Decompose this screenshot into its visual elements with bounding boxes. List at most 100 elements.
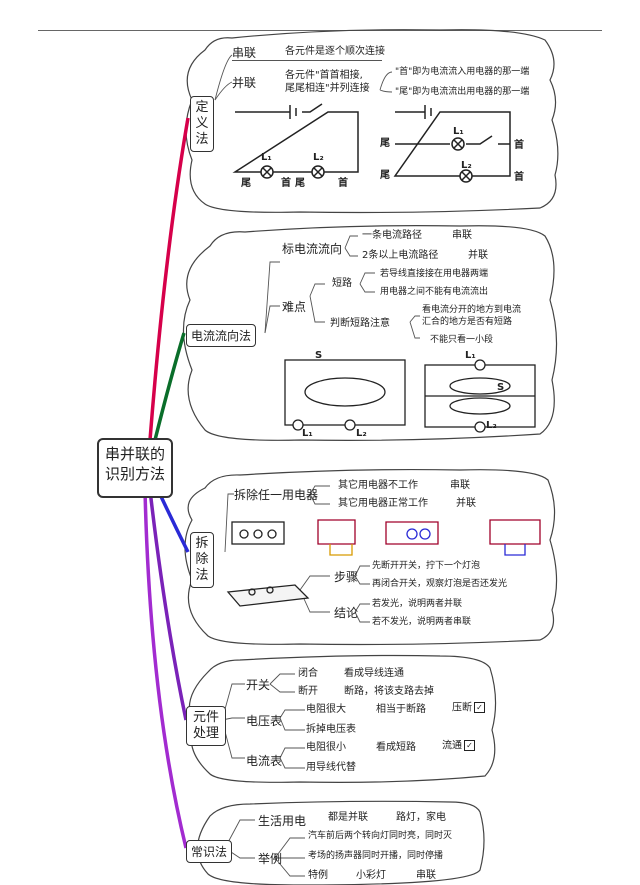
common-title: 常识法 [186, 840, 233, 863]
component-title-text: 元件处理 [192, 710, 219, 741]
comp-a-check: 流通✓ [442, 740, 475, 753]
comp-switch: 开关 [246, 678, 271, 692]
flow-s: S [315, 350, 323, 361]
cloud-flow [182, 225, 558, 441]
flow-short-1: 若导线直接接在用电器两端 [380, 269, 489, 279]
flow-judge: 判断短路注意 [330, 318, 390, 329]
common-ex-1: 汽车前后两个转向灯同时亮，同时灭 [308, 831, 453, 841]
remove-off-result: 串联 [450, 480, 470, 491]
remove-title: 拆除法 [190, 532, 214, 588]
comp-v-check-text: 压断 [452, 702, 472, 714]
remove-concl-1: 若发光，说明两者并联 [372, 599, 463, 609]
flow-two-path: 2条以上电流路径 [362, 250, 439, 261]
removal-circuits [226, 519, 541, 607]
remove-step-2: 再闭合开关，观察灯泡是否还发光 [372, 579, 508, 589]
c2-head-top: 首 [514, 140, 524, 151]
def-title: 定义法 [190, 96, 214, 152]
parallel-label: 并联 [232, 76, 257, 90]
comp-v-equiv: 相当于断路 [376, 704, 426, 715]
comp-a-replace: 用导线代替 [306, 762, 356, 773]
remove-concl-2: 若不发光，说明两者串联 [372, 617, 472, 627]
root-title-line2: 识别方法 [104, 465, 165, 483]
comp-closed: 闭合 [298, 668, 318, 679]
flow-judge-2: 不能只看一小段 [430, 335, 494, 345]
tail-desc: "尾"即为电流流出用电器的那一端 [395, 87, 530, 97]
remove-one: 拆除任一用电器 [234, 488, 319, 502]
flow-judge-1b: 汇合的地方是否有短路 [422, 317, 513, 327]
c1-l2: L₂ [313, 152, 324, 163]
comp-open: 断开 [298, 686, 318, 697]
comp-open-desc: 断路，将该支路去掉 [344, 686, 434, 697]
remove-others-on: 其它用电器正常工作 [338, 498, 428, 509]
c2-tail-top: 尾 [380, 138, 390, 149]
flow-circuit-2 [424, 359, 536, 433]
root-node: 串并联的 识别方法 [97, 438, 173, 498]
flow-one-path: 一条电流路径 [362, 230, 422, 241]
comp-a-equiv: 看成短路 [376, 742, 416, 753]
remove-conclusion: 结论 [334, 606, 359, 620]
comp-v-resist: 电阻很大 [306, 704, 346, 715]
cloud-common [196, 800, 485, 885]
flow-mark: 标电流流向 [282, 242, 343, 256]
flow-judge-1a: 看电流分开的地方到电流 [422, 305, 522, 315]
flow-s2: S [497, 382, 505, 393]
flow-l2b: L₂ [486, 420, 497, 431]
flow-l1: L₁ [302, 428, 313, 439]
comp-voltmeter: 电压表 [246, 714, 283, 728]
common-example: 举例 [258, 852, 283, 866]
c2-l2: L₂ [461, 160, 472, 171]
flow-l1b: L₁ [465, 350, 476, 361]
flow-circuit-1 [284, 359, 406, 431]
series-circuit [232, 103, 359, 179]
remove-others-off: 其它用电器不工作 [338, 480, 418, 491]
flow-one-result: 串联 [452, 230, 472, 241]
remove-title-text: 拆除法 [195, 536, 209, 583]
root-title-line1: 串并联的 [104, 445, 165, 463]
cloud-def [185, 29, 559, 214]
series-label: 串联 [232, 46, 257, 60]
series-desc: 各元件是逐个顺次连接 [285, 46, 385, 57]
remove-step-1: 先断开开关，拧下一个灯泡 [372, 561, 481, 571]
def-title-text: 定义法 [195, 100, 209, 147]
top-rule [38, 30, 602, 31]
remove-steps: 步骤 [334, 570, 359, 584]
c1-l1: L₁ [261, 152, 272, 163]
common-lights-result: 串联 [416, 870, 436, 881]
c2-tail-bot: 尾 [380, 170, 390, 181]
comp-v-remove: 拆掉电压表 [306, 724, 356, 735]
c2-l1: L₁ [453, 126, 464, 137]
common-special: 特例 [308, 870, 328, 881]
common-daily-desc: 都是并联 [328, 812, 368, 823]
comp-v-check: 压断✓ [452, 702, 485, 715]
c1-tail-2: 尾 [295, 178, 305, 189]
comp-a-resist: 电阻很小 [306, 742, 346, 753]
comp-a-check-text: 流通 [442, 740, 462, 752]
common-ex-2: 考场的扬声器同时开播，同时停播 [308, 851, 444, 861]
parallel-desc-1: 各元件"首首相接, [285, 70, 363, 81]
flow-title: 电流流向法 [186, 324, 257, 347]
parallel-circuit [393, 105, 511, 183]
component-title: 元件处理 [186, 706, 226, 746]
comp-ammeter: 电流表 [246, 754, 283, 768]
common-daily: 生活用电 [258, 814, 307, 828]
parallel-desc-2: 尾尾相连"并列连接 [285, 83, 370, 94]
c1-head-1: 首 [281, 178, 291, 189]
flow-two-result: 并联 [468, 250, 488, 261]
common-lights: 小彩灯 [356, 870, 386, 881]
head-desc: "首"即为电流流入用电器的那一端 [395, 67, 530, 77]
c1-tail-1: 尾 [241, 178, 251, 189]
flow-difficulty: 难点 [282, 300, 307, 314]
comp-closed-desc: 看成导线连通 [344, 668, 404, 679]
c2-head-bot: 首 [514, 172, 524, 183]
checkbox-icon: ✓ [474, 702, 485, 713]
series-underline [232, 60, 382, 61]
flow-short-2: 用电器之间不能有电流流出 [380, 287, 489, 297]
flow-l2: L₂ [356, 428, 367, 439]
remove-on-result: 并联 [456, 498, 476, 509]
flow-short: 短路 [332, 278, 352, 289]
cloud-component [188, 654, 497, 783]
c1-head-2: 首 [338, 178, 348, 189]
common-daily-ex: 路灯，家电 [396, 812, 446, 823]
checkbox-icon: ✓ [464, 740, 475, 751]
